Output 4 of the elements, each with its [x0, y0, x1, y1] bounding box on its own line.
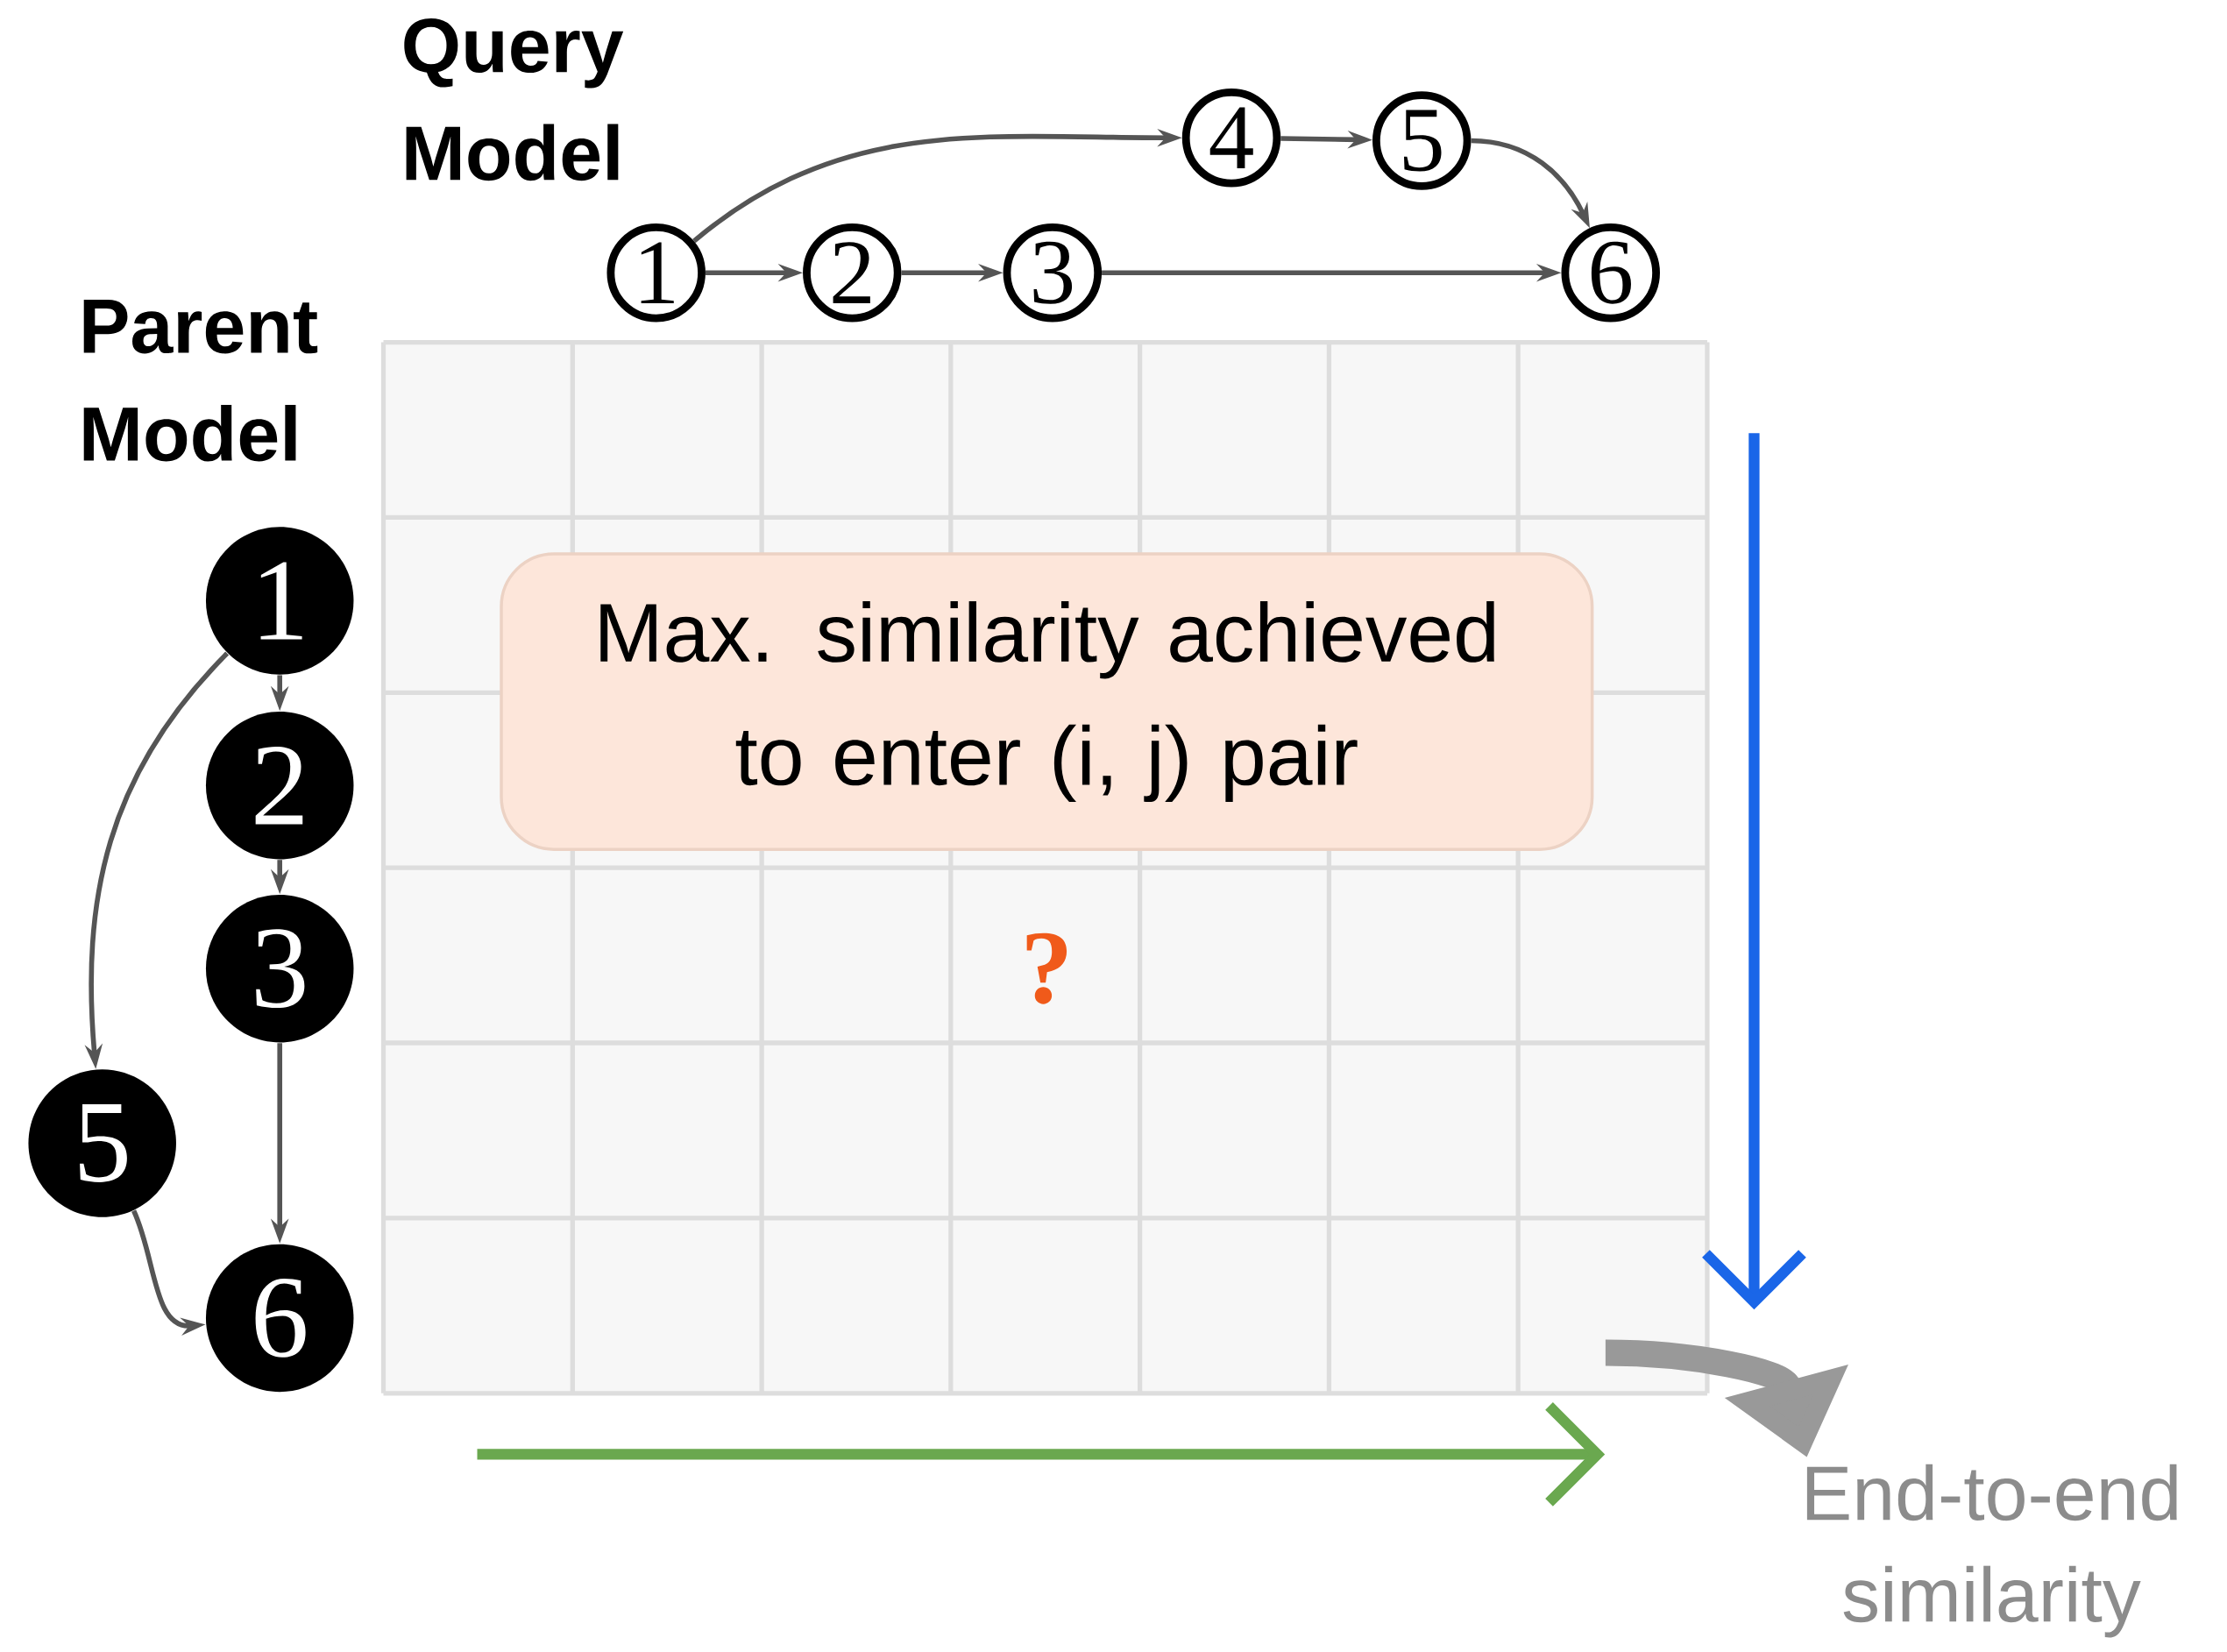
result-text: End-to-end similarity [1806, 1464, 2177, 1638]
callout-box: Max. similarity achieved to enter (i, j) pair [500, 552, 1594, 852]
heading: Parent Model [83, 300, 318, 462]
heading: Query Model [404, 18, 624, 181]
